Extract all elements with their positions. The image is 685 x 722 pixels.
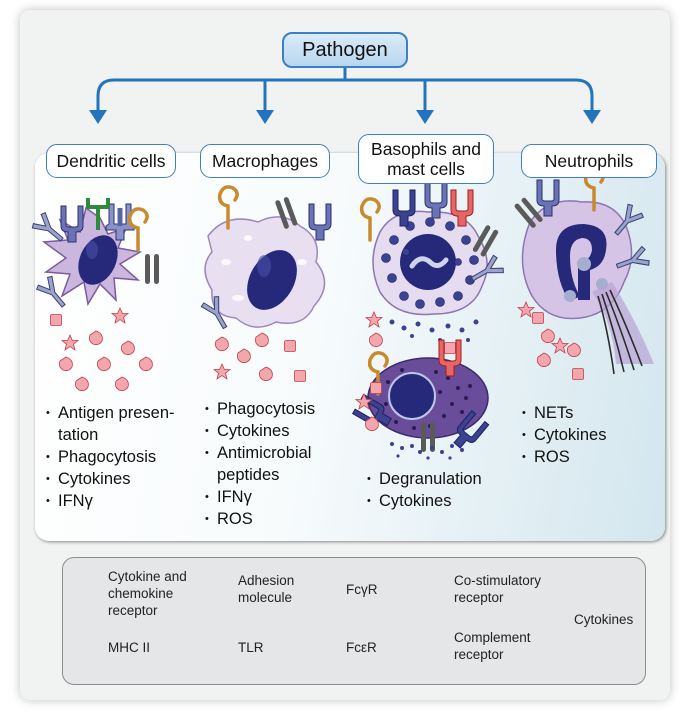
legend-tlr-label: TLR <box>238 640 264 655</box>
list-item: Cytokines <box>205 420 355 442</box>
list-item: Phagocytosis <box>46 446 196 468</box>
list-item: IFNγ <box>46 490 196 512</box>
legend-fcgr-label: FcγR <box>346 582 378 597</box>
basophil-functions: Degranulation Cytokines <box>367 468 517 512</box>
list-item: IFNγ <box>205 486 355 508</box>
arrow-heads <box>89 110 601 124</box>
dendritic-cell <box>30 198 159 313</box>
neutrophil-functions: NETs Cytokines ROS <box>522 402 652 468</box>
list-item: NETs <box>522 402 652 424</box>
basophil-granules-released <box>389 319 479 342</box>
dendritic-functions: Antigen presen-tation Phagocytosis Cytok… <box>46 402 196 512</box>
pathogen-arrows <box>96 68 594 112</box>
list-item: Antigen presen-tation <box>46 402 196 446</box>
macrophage-functions: Phagocytosis Cytokines Antimicrobialpept… <box>205 398 355 530</box>
arrow-branch <box>96 78 594 112</box>
basophil <box>359 181 506 316</box>
neutrophils-title: Neutrophils <box>544 151 634 171</box>
list-item: Cytokines <box>522 424 652 446</box>
tab-macrophages: Macrophages <box>200 144 330 178</box>
list-item: Cytokines <box>46 468 196 490</box>
basophils-title-line2: mast cells <box>387 159 465 179</box>
list-item: ROS <box>522 446 652 468</box>
dendritic-cells-title: Dendritic cells <box>56 151 166 171</box>
list-item: ROS <box>205 508 355 530</box>
legend-box <box>62 557 646 685</box>
dendritic-cytokines <box>50 307 153 391</box>
macrophages-title: Macrophages <box>211 151 319 171</box>
macrophage-cytokines <box>213 332 306 382</box>
list-item: Degranulation <box>367 468 517 490</box>
neutrophil <box>513 167 654 375</box>
mast-cell <box>352 339 490 453</box>
macrophage <box>199 185 332 334</box>
legend-mhc-label: MHC II <box>108 640 150 655</box>
tab-dendritic-cells: Dendritic cells <box>46 144 176 178</box>
tab-basophils-mast-cells: Basophils and mast cells <box>358 134 494 184</box>
legend-cytokines-label: Cytokines <box>574 612 634 627</box>
legend-fcer-label: FcεR <box>346 640 377 655</box>
list-item: Phagocytosis <box>205 398 355 420</box>
list-item: Cytokines <box>367 490 517 512</box>
tab-neutrophils: Neutrophils <box>521 144 657 178</box>
basophils-title-line1: Basophils and <box>371 139 481 159</box>
mast-cell-granules-released <box>390 442 464 460</box>
pathogen-box: Pathogen <box>282 32 408 68</box>
